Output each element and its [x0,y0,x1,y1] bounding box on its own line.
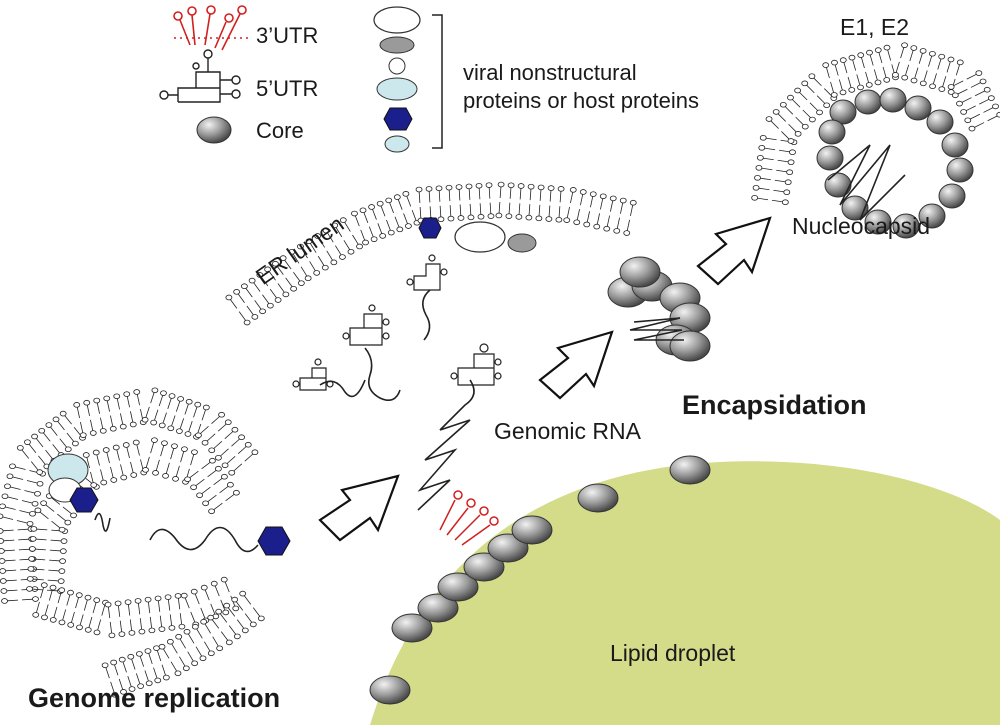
cyan-protein-icon [376,77,418,101]
core-protein [879,87,907,113]
er-gray-protein [507,233,537,253]
core-protein [824,172,852,198]
proteins-label-line2: proteins or host proteins [463,88,700,113]
encapsidation-rna [629,317,684,341]
core-protein [463,552,505,582]
core-protein [487,533,529,563]
core-protein [669,330,711,362]
er-hexagon-protein [418,217,442,239]
core-proteins [369,87,974,705]
hexagon-protein-icon [383,107,413,131]
legend-bracket [432,14,443,149]
replication-rna [94,512,259,553]
rna-strands [94,144,906,553]
core-protein [391,613,433,643]
rna-structures [292,254,502,391]
core-protein [892,213,920,239]
arrow-to-genomic-rna [318,474,400,542]
utr5-legend-icon [159,49,241,103]
arrow-to-nucleocapsid [696,216,772,286]
er-white-protein [454,221,506,253]
core-protein [818,119,846,145]
core-protein [841,195,869,221]
proteins-label-line1: viral nonstructural [463,60,637,85]
utr3-legend-icon [173,5,250,51]
small-white-protein-icon [388,57,406,75]
core-protein [918,203,946,229]
free-rna-3 [422,289,431,341]
core-protein [941,132,969,158]
core-protein [829,99,857,125]
core-protein [437,572,479,602]
gray-protein-icon [379,36,415,54]
core-protein [669,455,711,485]
core-protein [926,109,954,135]
lipid-droplet-label: Lipid droplet [610,640,736,666]
core-protein [577,483,619,513]
replication-hexagon-protein-2 [257,526,291,556]
core-protein [946,157,974,183]
e1-e2-label: E1, E2 [840,14,910,40]
white-protein-icon [373,6,421,34]
genomic-rna-zigzag [417,379,475,511]
encapsidation-label: Encapsidation [682,390,867,420]
core-protein [816,145,844,171]
free-rna-2 [364,347,401,401]
genome-replication-label: Genome replication [28,683,281,713]
nucleocapsid-rna [827,144,906,221]
core-protein [417,593,459,623]
core-protein [938,183,966,209]
core-protein [511,515,553,545]
replication-membrane-lower [101,590,265,698]
core-protein [904,95,932,121]
core-protein [864,209,892,235]
arrow-to-encapsidation [538,330,614,400]
process-arrows [318,216,772,542]
replication-membrane-inner [26,437,240,594]
core-protein [369,675,411,705]
replication-membrane-bottom [32,576,240,639]
replication-hexagon-protein [69,487,99,513]
utr3-near-droplet [439,490,499,546]
replication-membrane-outer [0,387,259,604]
membranes [0,42,1000,698]
core-protein [619,256,661,288]
utr5-label: 5’UTR [256,76,319,101]
core-protein [854,89,882,115]
utr3-label: 3’UTR [256,23,319,48]
core-legend-icon [196,116,232,144]
core-label: Core [256,118,304,143]
nucleocapsid-label: Nucleocapsid [792,213,931,239]
legend [159,5,443,153]
virion-envelope [751,42,1000,205]
small-cyan-protein-icon [384,135,410,153]
genomic-rna-label: Genomic RNA [494,418,641,444]
er-membrane [225,181,637,326]
